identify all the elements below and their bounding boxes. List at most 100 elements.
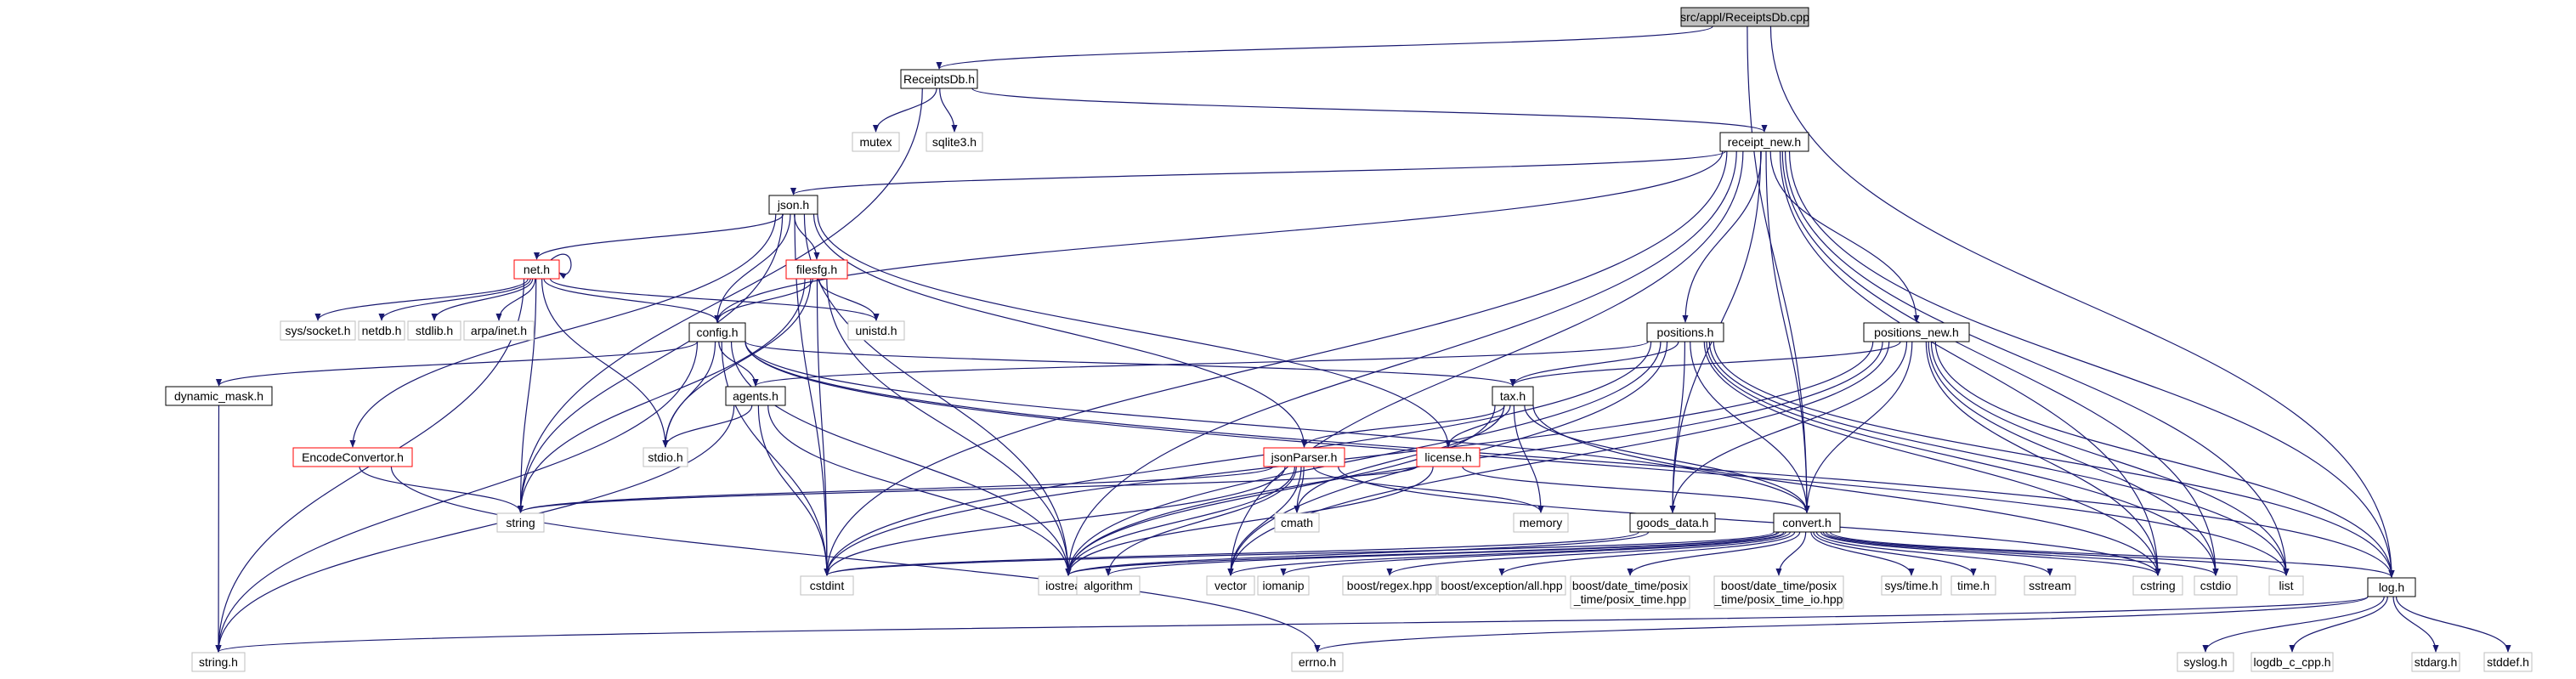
node-json-h[interactable]: json.h: [768, 195, 818, 215]
node-label: iomanip: [1262, 579, 1304, 592]
edge-config-to-agents: [718, 341, 759, 387]
node-receipt-new-h[interactable]: receipt_new.h: [1719, 132, 1809, 152]
edge-goods_data-to-iostream: [1065, 531, 1650, 576]
node-config-h[interactable]: config.h: [688, 322, 746, 342]
node-label: license.h: [1424, 450, 1471, 464]
node-label: receipt_new.h: [1728, 135, 1801, 149]
edge-encodeconvertor-to-errno: [390, 466, 1321, 653]
edge-convert-to-iostream: [1065, 531, 1778, 576]
edge-receipt_new-to-convert: [1765, 150, 1810, 513]
node-boost-date-time-posix-time-posix-time-hpp: boost/date_time/posix_time/posix_time.hp…: [1570, 575, 1690, 609]
node-label: ReceiptsDb.h: [903, 72, 975, 86]
node-box: [1773, 512, 1841, 533]
node-goods-data-h[interactable]: goods_data.h: [1629, 512, 1716, 533]
edge-positions-to-tax: [1509, 341, 1679, 387]
edge-jsonparser-to-vector: [1227, 466, 1302, 576]
edge-net-to-string: [517, 278, 537, 513]
edge-config-to-log: [744, 341, 2395, 578]
node-src-appl-receiptsdb-cpp[interactable]: src/appl/ReceiptsDb.cpp: [1680, 7, 1809, 27]
edge-net-to-stdlib: [431, 278, 534, 321]
node-label: memory: [1520, 516, 1563, 529]
node-unistd-h: unistd.h: [847, 320, 905, 341]
node-label: sstream: [2029, 579, 2071, 592]
edge-net-to-config: [543, 278, 721, 323]
node-label: boost/exception/all.hpp: [1441, 579, 1562, 592]
edge-convert-to-systime: [1810, 531, 1915, 576]
node-mutex: mutex: [852, 132, 900, 152]
edge-receiptsdb_h-to-sqlite3: [939, 88, 958, 133]
node-box: [1257, 575, 1310, 596]
edge-convert-to-cstdint: [824, 531, 1775, 576]
node-jsonparser-h[interactable]: jsonParser.h: [1263, 447, 1345, 467]
node-cstdint: cstdint: [800, 575, 854, 596]
node-convert-h[interactable]: convert.h: [1773, 512, 1841, 533]
node-box: [1713, 575, 1844, 609]
edge-tax-to-cmath: [1294, 405, 1505, 513]
edge-receipt_new-to-cstdint: [824, 150, 1728, 576]
node-license-h[interactable]: license.h: [1416, 447, 1480, 467]
node-string-h: string.h: [191, 652, 246, 672]
edge-filesfg-to-unistd: [818, 278, 880, 321]
node-label: algorithm: [1084, 579, 1133, 592]
node-label: json.h: [777, 198, 809, 212]
node-filesfg-h[interactable]: filesfg.h: [785, 259, 848, 280]
node-label: time.h: [1957, 579, 1990, 592]
node-box: [1719, 132, 1809, 152]
edge-positions_new-to-list: [1930, 341, 2290, 576]
edge-net-to-arpainet: [495, 278, 536, 321]
edge-tax-to-convert: [1524, 405, 1810, 513]
node-positions-new-h[interactable]: positions_new.h: [1863, 322, 1970, 342]
node-errno-h: errno.h: [1291, 652, 1344, 672]
node-label: cstdint: [810, 579, 845, 592]
node-box: [1263, 447, 1345, 467]
node-label: positions_new.h: [1874, 325, 1959, 339]
node-box: [2367, 577, 2416, 597]
node-stddef-h: stddef.h: [2483, 652, 2533, 672]
edge-config-to-cstdint: [721, 341, 830, 576]
node-label: stdio.h: [648, 450, 682, 464]
node-dynamic-mask-h[interactable]: dynamic_mask.h: [165, 386, 273, 406]
node-box: [1570, 575, 1690, 609]
edge-receipt_new-to-config: [714, 150, 1724, 323]
node-label: cmath: [1281, 516, 1313, 529]
edge-config-to-dynamic_mask: [216, 341, 699, 387]
node-box: [358, 320, 405, 341]
node-vector: vector: [1206, 575, 1255, 596]
node-box: [1492, 386, 1534, 406]
node-box: [1291, 652, 1344, 672]
node-label: sys/time.h: [1884, 579, 1938, 592]
edge-convert-to-cstring: [1820, 531, 2161, 576]
edge-receipt_new-to-iostream: [1065, 150, 1737, 576]
node-iomanip: iomanip: [1257, 575, 1310, 596]
node-agents-h[interactable]: agents.h: [725, 386, 786, 406]
edge-positions_new-to-vector: [1227, 341, 1890, 576]
edge-positions_new-to-cstring: [1925, 341, 2161, 576]
node-cstring: cstring: [2132, 575, 2183, 596]
node-tax-h[interactable]: tax.h: [1492, 386, 1534, 406]
node-logdb-c-cpp-h: logdb_c_cpp.h: [2250, 652, 2334, 672]
edge-license-to-convert: [1462, 466, 1810, 513]
edge-receiptsdb_h-to-receipt_new: [971, 88, 1768, 133]
edge-positions-to-list: [1708, 341, 2290, 576]
node-log-h[interactable]: log.h: [2367, 577, 2416, 597]
edge-agents-to-stdio: [662, 405, 753, 448]
edge-log-to-errno: [1314, 596, 2369, 653]
node-positions-h[interactable]: positions.h: [1646, 322, 1724, 342]
node-sqlite3-h: sqlite3.h: [926, 132, 983, 152]
node-label: config.h: [696, 325, 738, 339]
edge-convert-to-timeh: [1813, 531, 1977, 576]
node-box: [1416, 447, 1480, 467]
node-box: [1076, 575, 1141, 596]
edge-positions_new-to-cstdio: [1928, 341, 2219, 576]
edge-positions_new-to-convert: [1803, 341, 1913, 513]
node-box: [1342, 575, 1437, 596]
node-encodeconvertor-h[interactable]: EncodeConvertor.h: [292, 447, 413, 467]
node-list: list: [2268, 575, 2304, 596]
node-string: string: [496, 512, 545, 533]
node-label: unistd.h: [855, 324, 897, 337]
node-net-h[interactable]: net.h: [513, 259, 560, 280]
edge-positions-to-iostream: [1065, 341, 1662, 576]
node-receiptsdb-h[interactable]: ReceiptsDb.h: [900, 69, 978, 89]
node-label: tax.h: [1500, 389, 1526, 403]
